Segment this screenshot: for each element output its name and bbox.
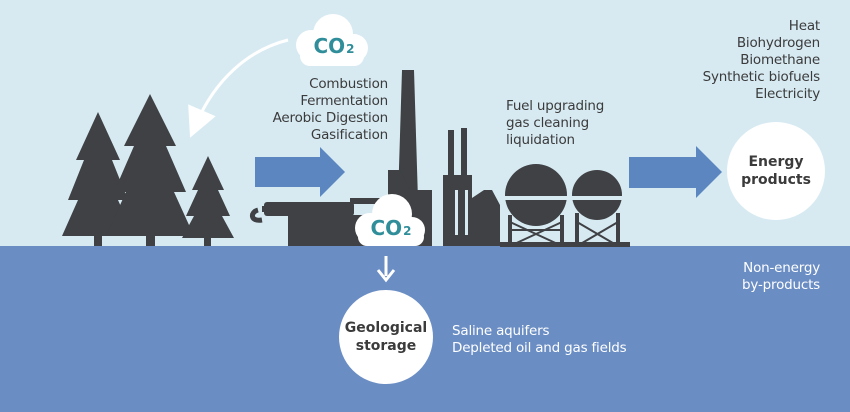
geological-storage-line: Geological xyxy=(344,320,428,336)
energy-products-line: Energy xyxy=(748,154,804,170)
upgrading-item: gas cleaning xyxy=(506,115,589,131)
storage-tank-icon xyxy=(572,170,622,247)
energy-outputs: Heat Biohydrogen Biomethane Synthetic bi… xyxy=(680,18,821,103)
conversion-processes: Combustion Fermentation Aerobic Digestio… xyxy=(250,76,389,144)
plant-baseline xyxy=(500,242,630,247)
co2-capture-arrow-icon xyxy=(188,38,289,138)
upgrading-steps: Fuel upgrading gas cleaning liquidation xyxy=(506,98,604,149)
co2-main: CO xyxy=(370,216,403,240)
tree-icon xyxy=(62,112,134,246)
input-arrow-icon xyxy=(255,147,345,197)
energy-products-line: products xyxy=(741,172,811,188)
non-energy-byproducts: Non-energy by-products xyxy=(680,260,820,294)
storage-option-item: Saline aquifers xyxy=(452,323,550,339)
upgrading-item: Fuel upgrading xyxy=(506,98,605,114)
storage-options: Saline aquifers Depleted oil and gas fie… xyxy=(452,323,627,357)
energy-output-item: Electricity xyxy=(755,86,820,102)
down-arrow-icon xyxy=(376,256,396,283)
energy-output-item: Biomethane xyxy=(740,52,820,68)
geological-storage-line: storage xyxy=(355,338,417,354)
output-arrow-icon xyxy=(629,146,722,198)
tree-icon xyxy=(182,156,234,246)
storage-tank-icon xyxy=(505,164,567,247)
co2-main: CO xyxy=(313,34,346,58)
process-item: Gasification xyxy=(310,127,388,143)
cloud-icon xyxy=(355,194,425,246)
process-item: Combustion xyxy=(309,76,388,92)
process-item: Fermentation xyxy=(300,93,388,109)
energy-output-item: Synthetic biofuels xyxy=(702,69,821,85)
storage-option-item: Depleted oil and gas fields xyxy=(452,340,627,356)
upgrading-item: liquidation xyxy=(506,132,575,148)
non-energy-line: Non-energy xyxy=(743,260,820,276)
geological-storage-circle: Geological storage xyxy=(339,290,433,384)
non-energy-line: by-products xyxy=(742,277,820,293)
factory-windows xyxy=(455,190,468,235)
energy-products-circle: Energy products xyxy=(727,122,825,220)
process-item: Aerobic Digestion xyxy=(272,110,389,126)
cloud-icon xyxy=(296,14,368,66)
energy-output-item: Heat xyxy=(788,18,820,34)
tree-icon xyxy=(106,94,194,246)
energy-output-item: Biohydrogen xyxy=(736,35,820,51)
